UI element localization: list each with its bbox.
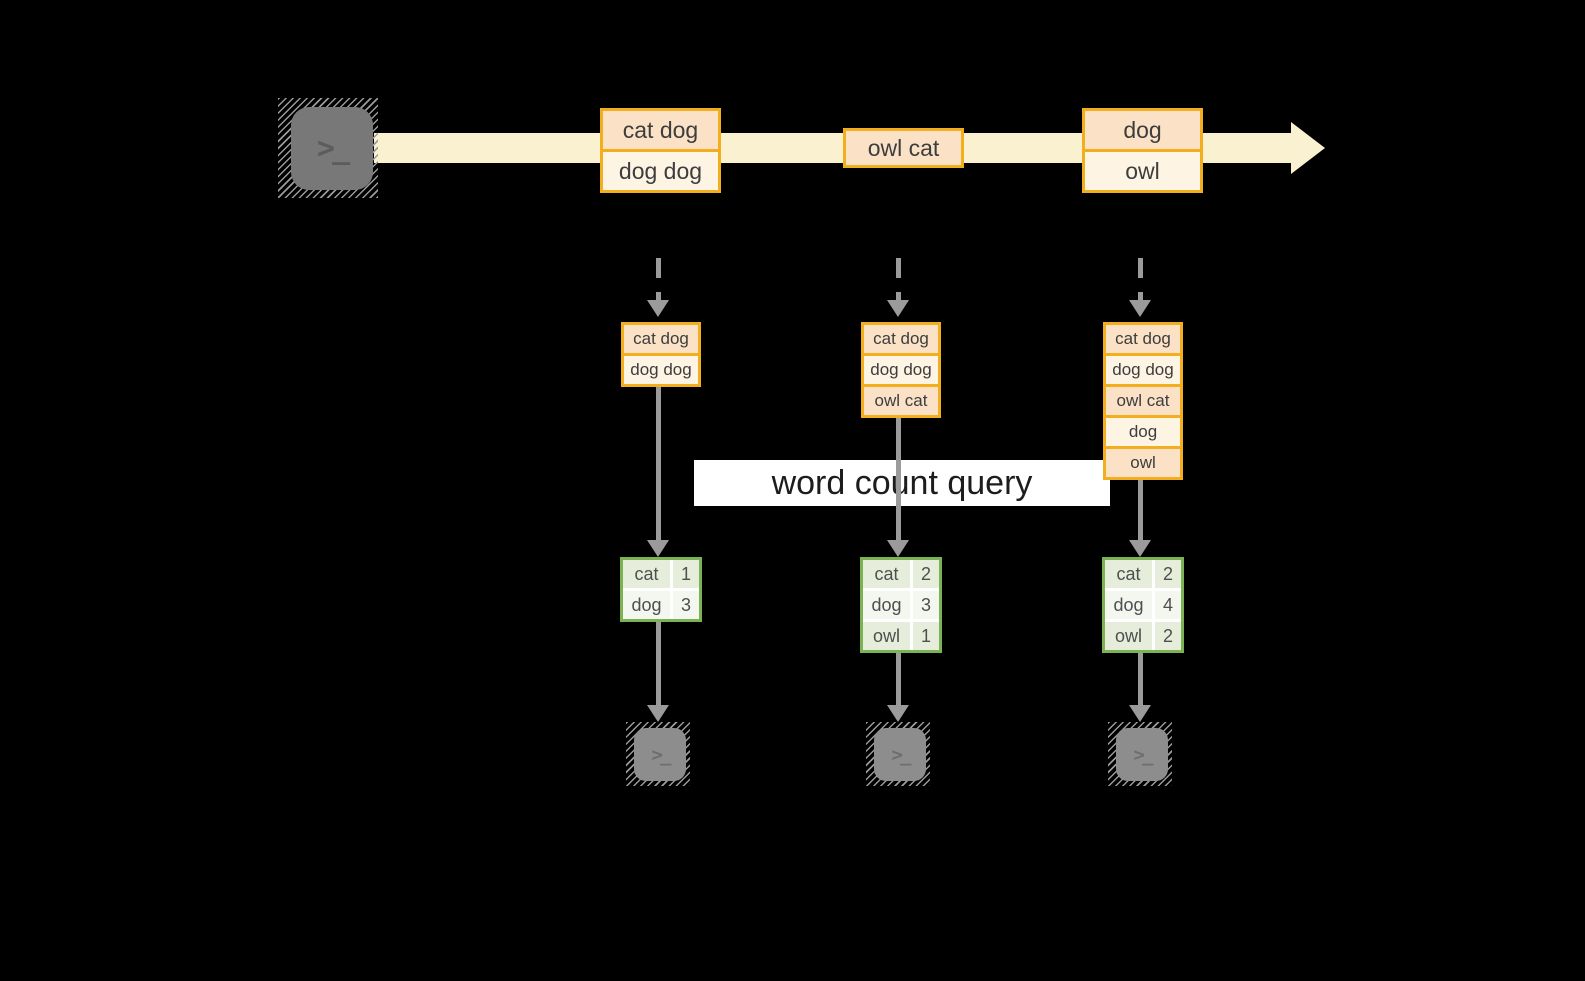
- terminal-body: >_: [291, 107, 373, 190]
- word-cell: dog: [623, 591, 670, 619]
- word-cell: dog: [1105, 591, 1152, 619]
- stream-event-batch-3: dog owl: [1082, 108, 1203, 193]
- arrow-line: [896, 416, 901, 541]
- arrow-line: [1138, 478, 1143, 541]
- buffer-stack-3: cat dog dog dog owl cat dog owl: [1103, 322, 1183, 480]
- word-cell: cat: [1105, 560, 1152, 588]
- word-cell: owl: [863, 622, 910, 650]
- stream-arrowhead-icon: [1291, 122, 1325, 174]
- arrowhead-icon: [647, 540, 669, 557]
- event-row: cat dog: [603, 111, 718, 149]
- prompt-glyph: >_: [651, 743, 672, 766]
- dashed-arrow-line: [896, 258, 901, 300]
- buffer-stack-2: cat dog dog dog owl cat: [861, 322, 941, 418]
- buffer-row: cat dog: [864, 325, 938, 353]
- arrow-line: [896, 653, 901, 706]
- buffer-row: dog dog: [864, 356, 938, 384]
- event-row: owl: [1085, 152, 1200, 190]
- arrowhead-icon: [887, 300, 909, 317]
- buffer-row: dog dog: [1106, 356, 1180, 384]
- arrowhead-icon: [887, 705, 909, 722]
- arrow-line: [656, 385, 661, 541]
- prompt-glyph: >_: [1133, 743, 1154, 766]
- terminal-body: >_: [874, 728, 926, 781]
- buffer-row: owl: [1106, 449, 1180, 477]
- count-cell: 3: [913, 591, 939, 619]
- buffer-row: owl cat: [864, 387, 938, 415]
- count-cell: 2: [1155, 560, 1181, 588]
- buffer-row: dog dog: [624, 356, 698, 384]
- word-cell: cat: [863, 560, 910, 588]
- buffer-row: owl cat: [1106, 387, 1180, 415]
- count-cell: 2: [1155, 622, 1181, 650]
- arrow-line: [656, 622, 661, 706]
- terminal-body: >_: [634, 728, 686, 781]
- stream-event-batch-1: cat dog dog dog: [600, 108, 721, 193]
- event-row: dog dog: [603, 152, 718, 190]
- count-cell: 1: [913, 622, 939, 650]
- buffer-row: cat dog: [1106, 325, 1180, 353]
- count-cell: 2: [913, 560, 939, 588]
- dashed-arrow-line: [656, 258, 661, 300]
- count-cell: 3: [673, 591, 699, 619]
- prompt-glyph: >_: [316, 131, 350, 166]
- count-table-2: cat 2 dog 3 owl 1: [860, 557, 942, 653]
- arrowhead-icon: [1129, 705, 1151, 722]
- terminal-sink-icon: >_: [866, 722, 930, 786]
- count-table-3: cat 2 dog 4 owl 2: [1102, 557, 1184, 653]
- arrowhead-icon: [1129, 540, 1151, 557]
- arrowhead-icon: [887, 540, 909, 557]
- arrowhead-icon: [647, 300, 669, 317]
- arrowhead-icon: [1129, 300, 1151, 317]
- event-row: owl cat: [846, 131, 961, 165]
- query-banner-label: word count query: [771, 463, 1033, 502]
- buffer-row: cat dog: [624, 325, 698, 353]
- count-cell: 1: [673, 560, 699, 588]
- word-cell: cat: [623, 560, 670, 588]
- arrow-line: [1138, 653, 1143, 706]
- event-row: dog: [1085, 111, 1200, 149]
- terminal-sink-icon: >_: [1108, 722, 1172, 786]
- prompt-glyph: >_: [891, 743, 912, 766]
- terminal-source-icon: >_: [278, 98, 378, 198]
- buffer-stack-1: cat dog dog dog: [621, 322, 701, 387]
- terminal-sink-icon: >_: [626, 722, 690, 786]
- terminal-body: >_: [1116, 728, 1168, 781]
- arrowhead-icon: [647, 705, 669, 722]
- count-table-1: cat 1 dog 3: [620, 557, 702, 622]
- stream-event-batch-2: owl cat: [843, 128, 964, 168]
- count-cell: 4: [1155, 591, 1181, 619]
- query-banner: word count query: [694, 460, 1110, 506]
- word-cell: dog: [863, 591, 910, 619]
- word-cell: owl: [1105, 622, 1152, 650]
- dashed-arrow-line: [1138, 258, 1143, 300]
- buffer-row: dog: [1106, 418, 1180, 446]
